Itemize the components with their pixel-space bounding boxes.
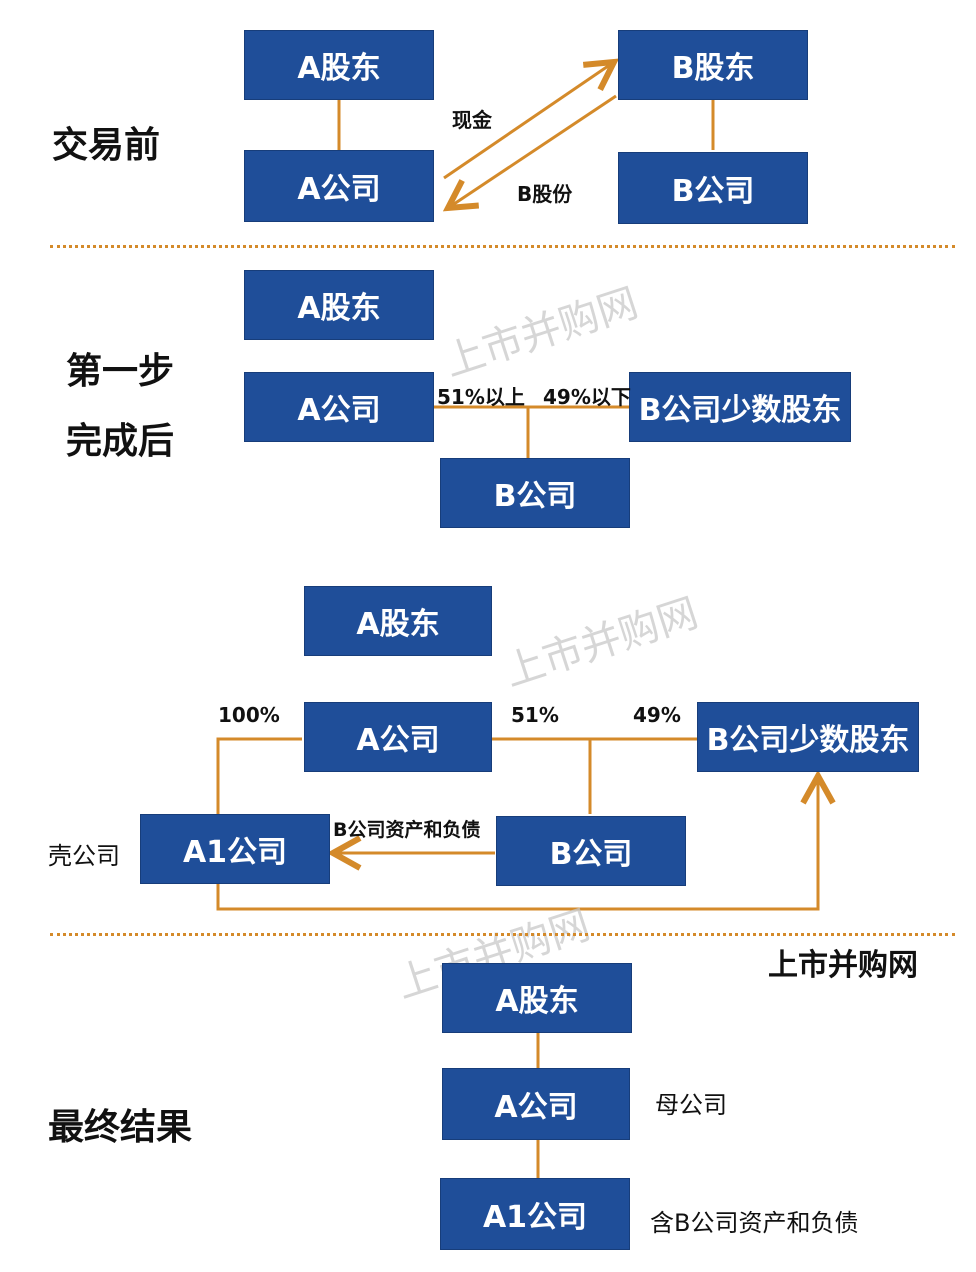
box-step1-a-company: A公司 — [244, 372, 434, 442]
box-step1-b-company: B公司 — [440, 458, 630, 528]
label-transfer: B公司资产和负债 — [333, 819, 481, 841]
brand-logo: 上市并购网 — [768, 948, 918, 983]
box-a-company: A公司 — [244, 150, 434, 222]
box-b-company: B公司 — [618, 152, 808, 224]
box-step2-a-company: A公司 — [304, 702, 492, 772]
label-pct-minority: 49%以下 — [543, 385, 631, 409]
box-step1-a-shareholder: A股东 — [244, 270, 434, 340]
label-cash: 现金 — [452, 108, 492, 132]
box-final-a1-company: A1公司 — [440, 1178, 630, 1250]
arrow-cash — [443, 62, 614, 180]
box-step2-b-minority: B公司少数股东 — [697, 702, 919, 772]
label-pct-majority: 51%以上 — [437, 385, 525, 409]
box-a-shareholder: A股东 — [244, 30, 434, 100]
arrow-b-shares — [448, 94, 617, 208]
section-divider — [50, 933, 955, 936]
box-b-shareholder: B股东 — [618, 30, 808, 100]
box-final-a-shareholder: A股东 — [442, 963, 632, 1033]
label-contains-b-assets: 含B公司资产和负债 — [650, 1209, 859, 1237]
box-step2-b-company: B公司 — [496, 816, 686, 886]
label-shell-company: 壳公司 — [48, 842, 120, 870]
box-final-a-company: A公司 — [442, 1068, 630, 1140]
label-pct-49: 49% — [633, 703, 681, 727]
section-title-final: 最终结果 — [48, 1107, 193, 1148]
section-title-step1-line2: 完成后 — [66, 421, 175, 462]
box-step2-a-shareholder: A股东 — [304, 586, 492, 656]
label-pct-51: 51% — [511, 703, 559, 727]
section-title-before: 交易前 — [52, 125, 161, 166]
box-step1-b-minority: B公司少数股东 — [629, 372, 851, 442]
box-step2-a1-company: A1公司 — [140, 814, 330, 884]
line-step2-100pct — [216, 737, 302, 814]
label-b-shares: B股份 — [517, 182, 573, 206]
section-divider — [50, 245, 955, 248]
label-pct-100: 100% — [218, 703, 280, 727]
section-title-step1-line1: 第一步 — [66, 351, 175, 392]
arrow-to-b-minority — [216, 776, 818, 911]
label-parent-company: 母公司 — [655, 1091, 727, 1119]
